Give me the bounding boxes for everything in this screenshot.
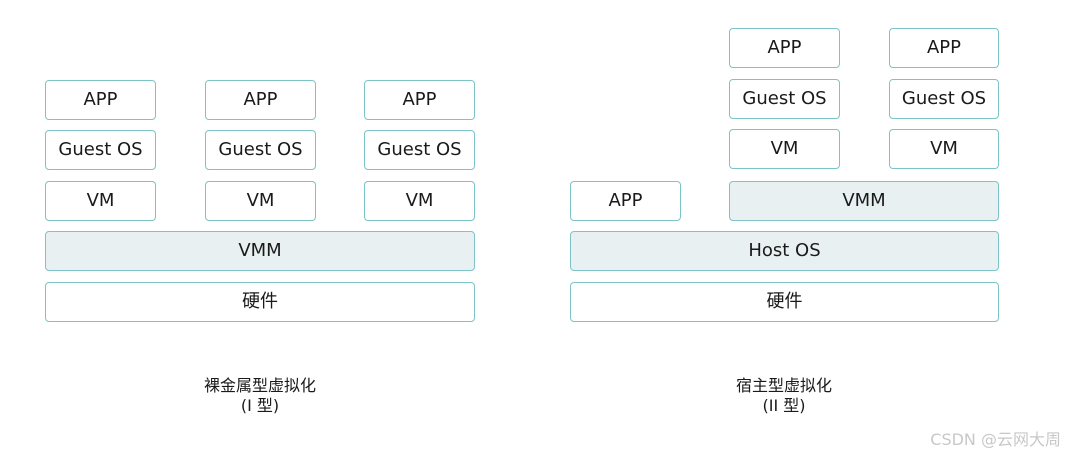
watermark: CSDN @云网大周: [930, 430, 1061, 449]
bare-metal-caption-subtitle: (I 型): [240, 396, 280, 415]
hosted-vmm-layer: VMM: [729, 181, 999, 221]
hosted-host-app-box: APP: [570, 181, 681, 221]
bare-metal-vm-box-2: VM: [205, 181, 316, 221]
hosted-caption: 宿主型虚拟化 (II 型): [684, 376, 884, 416]
hosted-caption-subtitle: (II 型): [762, 396, 806, 415]
hosted-vm-box-2: VM: [889, 129, 999, 169]
bare-metal-vm-box-3: VM: [364, 181, 475, 221]
hosted-hardware-layer: 硬件: [570, 282, 999, 322]
hosted-host-os-layer: Host OS: [570, 231, 999, 271]
hosted-caption-title: 宿主型虚拟化: [735, 376, 832, 395]
bare-metal-caption-title: 裸金属型虚拟化: [203, 376, 316, 395]
bare-metal-caption: 裸金属型虚拟化 (I 型): [160, 376, 360, 416]
hosted-app-box-1: APP: [729, 28, 840, 68]
hosted-guest-os-box-1: Guest OS: [729, 79, 840, 119]
bare-metal-guest-os-box-2: Guest OS: [205, 130, 316, 170]
bare-metal-app-box-2: APP: [205, 80, 316, 120]
hosted-app-box-2: APP: [889, 28, 999, 68]
bare-metal-vm-box-1: VM: [45, 181, 156, 221]
bare-metal-vmm-layer: VMM: [45, 231, 475, 271]
bare-metal-app-box-3: APP: [364, 80, 475, 120]
bare-metal-guest-os-box-1: Guest OS: [45, 130, 156, 170]
hosted-guest-os-box-2: Guest OS: [889, 79, 999, 119]
bare-metal-app-box-1: APP: [45, 80, 156, 120]
bare-metal-hardware-layer: 硬件: [45, 282, 475, 322]
hosted-vm-box-1: VM: [729, 129, 840, 169]
bare-metal-guest-os-box-3: Guest OS: [364, 130, 475, 170]
